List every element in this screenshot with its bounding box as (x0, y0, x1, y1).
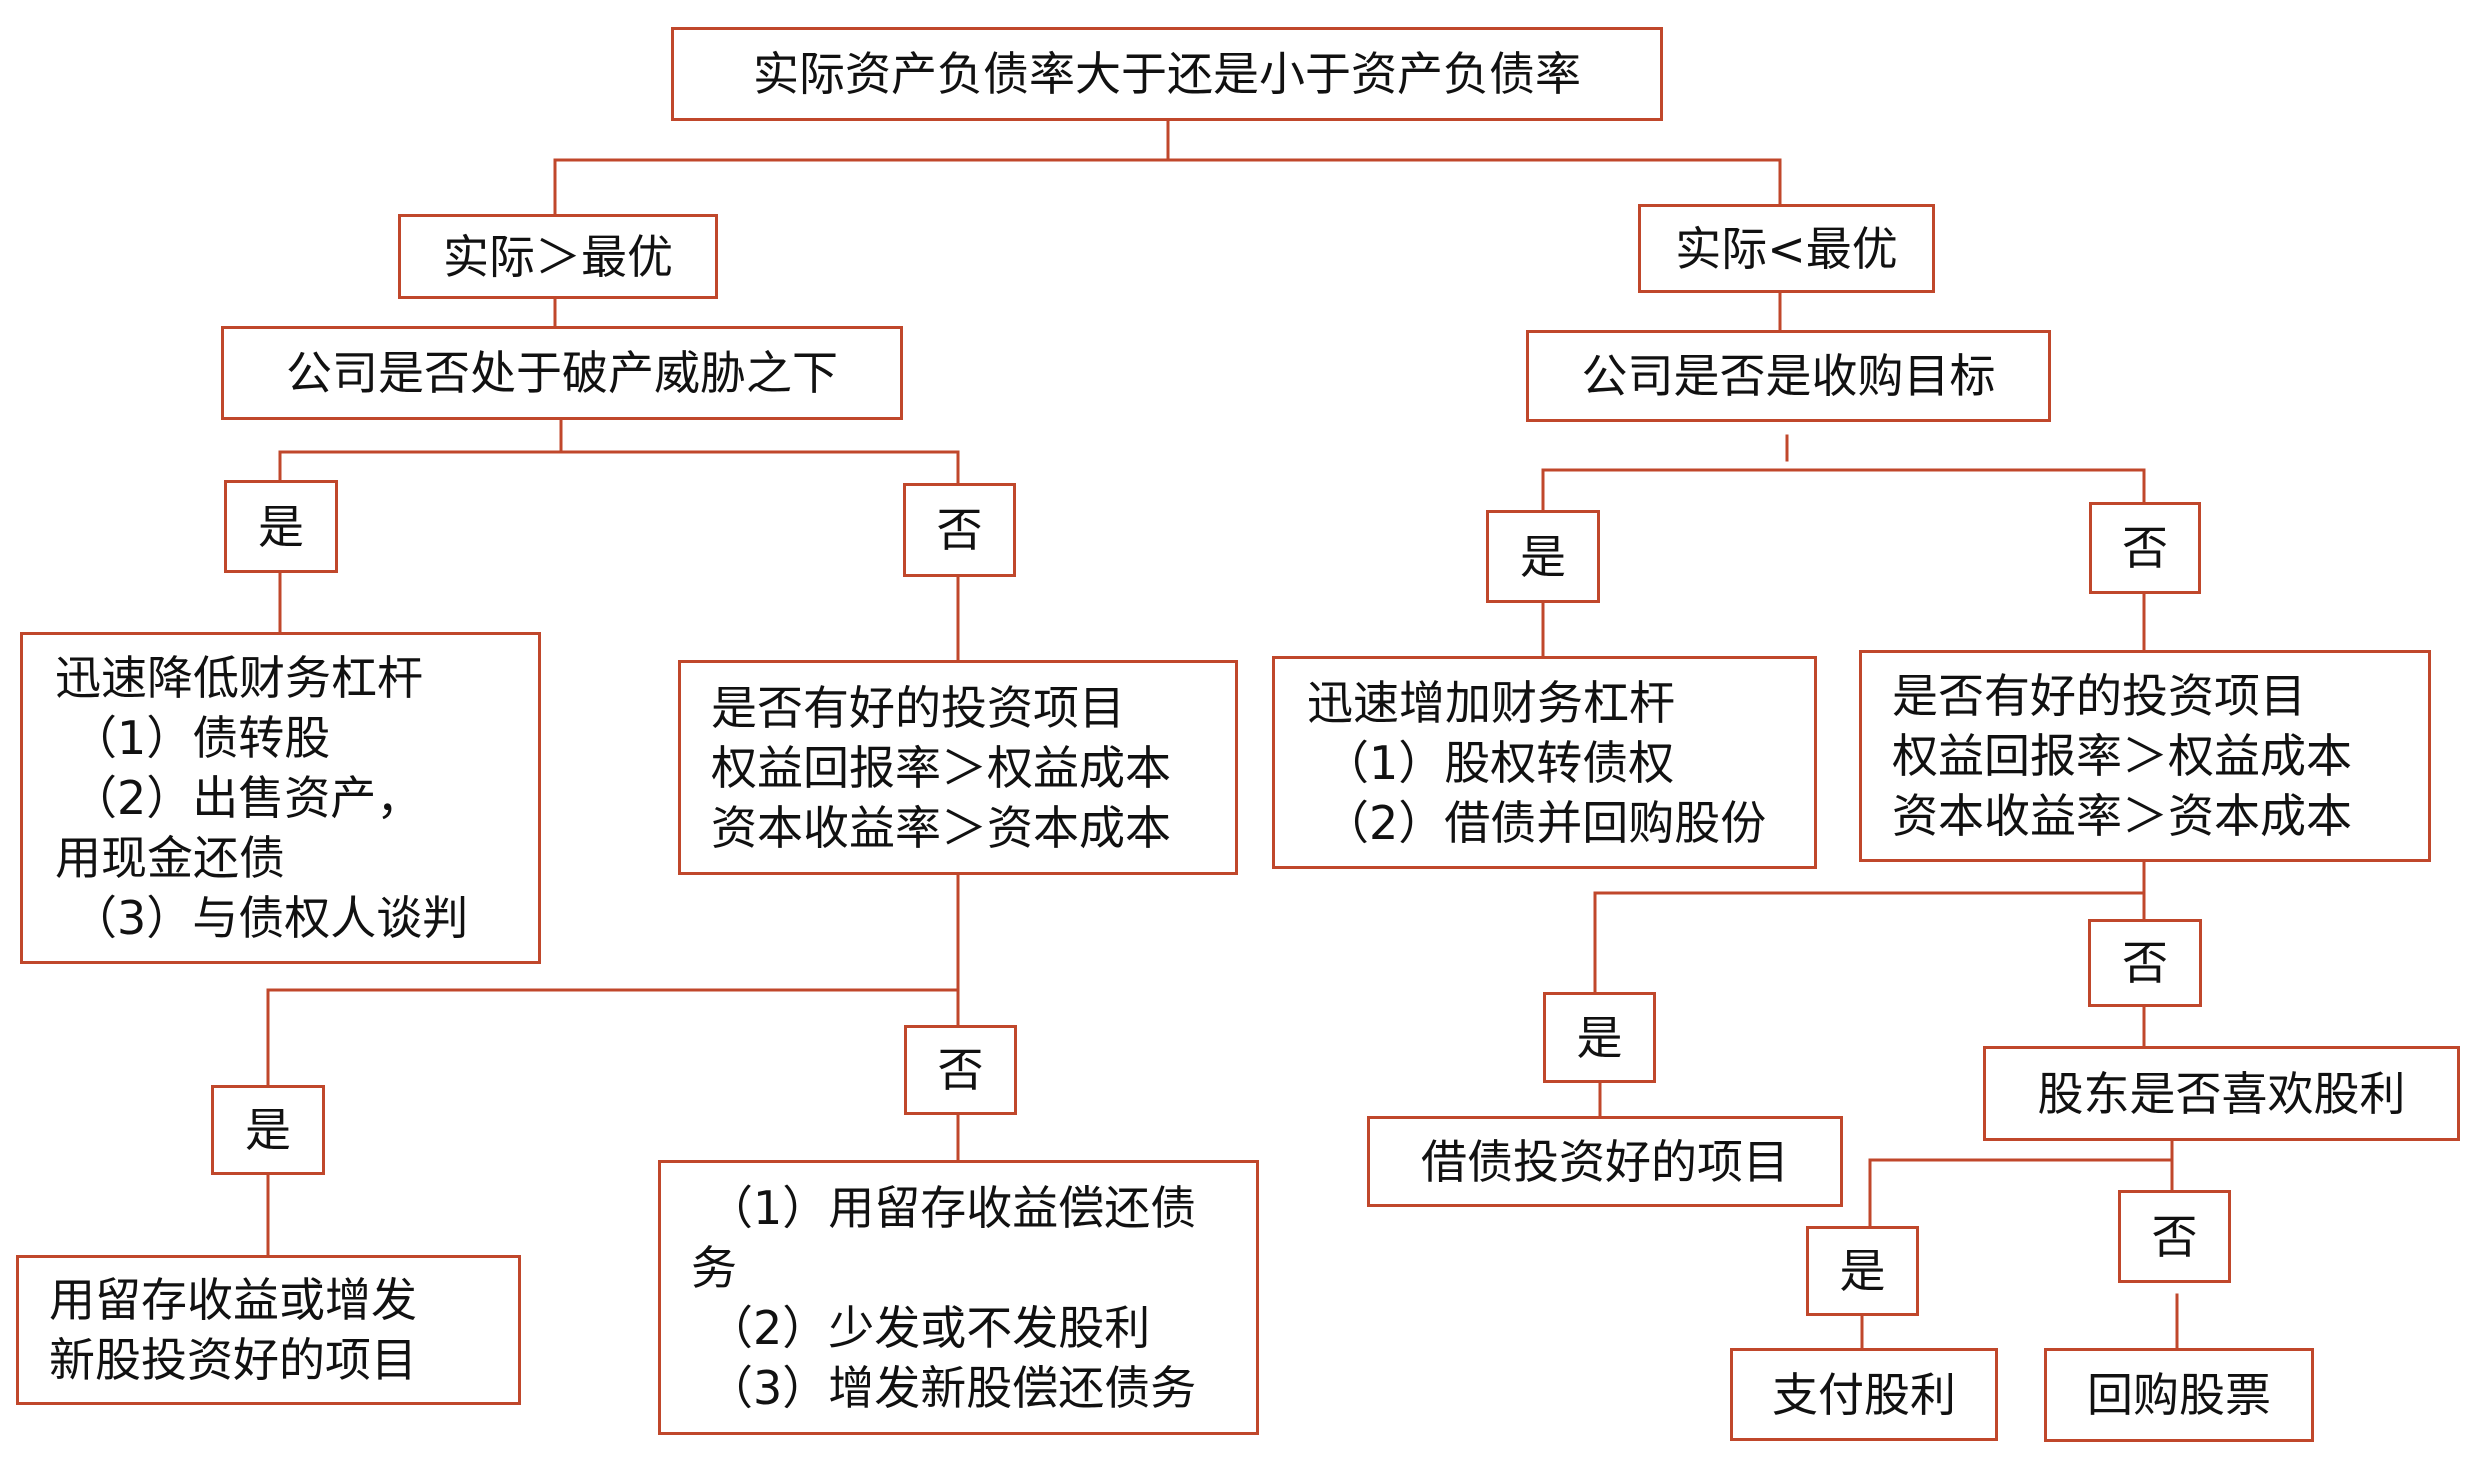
left-yes-label-box: 是 (224, 480, 338, 573)
left-invest-yes-label-box: 是 (211, 1085, 325, 1175)
left-no-label: 否 (936, 503, 983, 557)
right-investment-question-line-1: 是否有好的投资项目 (1892, 669, 2306, 723)
left-invest-no-result-line-2: 务 (691, 1240, 737, 1295)
right-yes-result-line-2: （1）股权转债权 (1323, 735, 1675, 790)
left-invest-yes-label: 是 (245, 1103, 291, 1157)
dividend-question-text: 股东是否喜欢股利 (2037, 1066, 2406, 1121)
right-investment-question-line-2: 权益回报率＞权益成本 (1892, 729, 2352, 783)
left-invest-no-result-line-1: （1）用留存收益偿还债 (707, 1180, 1197, 1235)
right-invest-yes-result-text: 借债投资好的项目 (1421, 1134, 1789, 1189)
right-yes-result-line-3: （2）借债并回购股份 (1323, 795, 1767, 850)
connector-root-split (553, 119, 1782, 216)
right-branch-text: 实际<最优 (1675, 221, 1898, 276)
left-no-label-box: 否 (903, 483, 1016, 577)
left-bankruptcy-question-text: 公司是否处于破产威胁之下 (286, 346, 838, 400)
right-yes-result-box: 迅速增加财务杠杆 （1）股权转债权 （2）借债并回购股份 (1272, 656, 1817, 869)
dividend-yes-label-box: 是 (1806, 1226, 1919, 1316)
left-branch-box: 实际＞最优 (398, 214, 718, 299)
connector-right-question-split (1541, 434, 2146, 512)
right-investment-question-line-3: 资本收益率＞资本成本 (1892, 789, 2352, 843)
left-branch-text: 实际＞最优 (443, 229, 673, 284)
left-investment-question-line-3: 资本收益率＞资本成本 (711, 800, 1171, 855)
connector-left-question-split (278, 418, 960, 485)
left-bankruptcy-question-box: 公司是否处于破产威胁之下 (221, 326, 903, 420)
left-invest-yes-result-box: 用留存收益或增发 新股投资好的项目 (16, 1255, 521, 1405)
dividend-no-result-box: 回购股票 (2044, 1348, 2314, 1442)
dividend-no-label: 否 (2151, 1209, 2198, 1264)
connector-right-invest-split (1593, 860, 2146, 994)
left-yes-result-line-2: （1）债转股 (71, 711, 331, 765)
right-yes-label-box: 是 (1486, 510, 1600, 603)
right-investment-question-box: 是否有好的投资项目 权益回报率＞权益成本 资本收益率＞资本成本 (1859, 650, 2431, 862)
right-no-label-box: 否 (2089, 502, 2201, 594)
connector-dividend-split (1868, 1139, 2174, 1228)
left-investment-question-box: 是否有好的投资项目 权益回报率＞权益成本 资本收益率＞资本成本 (678, 660, 1238, 875)
left-invest-yes-result-line-2: 新股投资好的项目 (49, 1333, 417, 1387)
left-investment-question-line-1: 是否有好的投资项目 (711, 680, 1125, 735)
left-invest-no-label: 否 (937, 1043, 984, 1097)
right-no-label: 否 (2122, 521, 2168, 575)
left-invest-yes-result-line-1: 用留存收益或增发 (49, 1273, 417, 1327)
dividend-question-box: 股东是否喜欢股利 (1983, 1046, 2460, 1141)
dividend-no-result-text: 回购股票 (2087, 1368, 2271, 1422)
right-yes-result-line-1: 迅速增加财务杠杆 (1307, 675, 1675, 730)
right-acquisition-question-box: 公司是否是收购目标 (1526, 330, 2051, 422)
right-invest-yes-result-box: 借债投资好的项目 (1367, 1116, 1843, 1207)
left-invest-no-result-line-4: （3）增发新股偿还债务 (707, 1360, 1197, 1415)
dividend-yes-label: 是 (1839, 1244, 1886, 1298)
left-invest-no-result-line-3: （2）少发或不发股利 (707, 1300, 1151, 1355)
left-yes-result-line-3: （2）出售资产， (71, 771, 423, 825)
left-yes-result-line-5: （3）与债权人谈判 (71, 891, 469, 945)
left-investment-question-line-2: 权益回报率＞权益成本 (711, 740, 1171, 795)
root-question-box: 实际资产负债率大于还是小于资产负债率 (671, 27, 1663, 121)
left-invest-no-label-box: 否 (904, 1025, 1017, 1115)
right-yes-label: 是 (1520, 529, 1566, 584)
right-invest-no-label: 否 (2122, 936, 2168, 990)
left-yes-result-box: 迅速降低财务杠杆 （1）债转股 （2）出售资产， 用现金还债 （3）与债权人谈判 (20, 632, 541, 964)
right-branch-box: 实际<最优 (1638, 204, 1935, 293)
dividend-yes-result-box: 支付股利 (1730, 1348, 1998, 1441)
left-yes-result-line-4: 用现金还债 (55, 831, 285, 885)
dividend-yes-result-text: 支付股利 (1772, 1367, 1956, 1422)
right-invest-yes-label-box: 是 (1543, 992, 1656, 1083)
dividend-no-label-box: 否 (2118, 1190, 2231, 1283)
right-invest-yes-label: 是 (1576, 1010, 1623, 1065)
left-invest-no-result-box: （1）用留存收益偿还债 务 （2）少发或不发股利 （3）增发新股偿还债务 (658, 1160, 1259, 1435)
root-question-text: 实际资产负债率大于还是小于资产负债率 (753, 47, 1581, 101)
right-acquisition-question-text: 公司是否是收购目标 (1581, 349, 1996, 403)
right-invest-no-label-box: 否 (2088, 919, 2202, 1007)
connector-left-invest-split (266, 873, 960, 1087)
left-yes-label: 是 (258, 499, 304, 554)
left-yes-result-line-1: 迅速降低财务杠杆 (55, 651, 423, 705)
